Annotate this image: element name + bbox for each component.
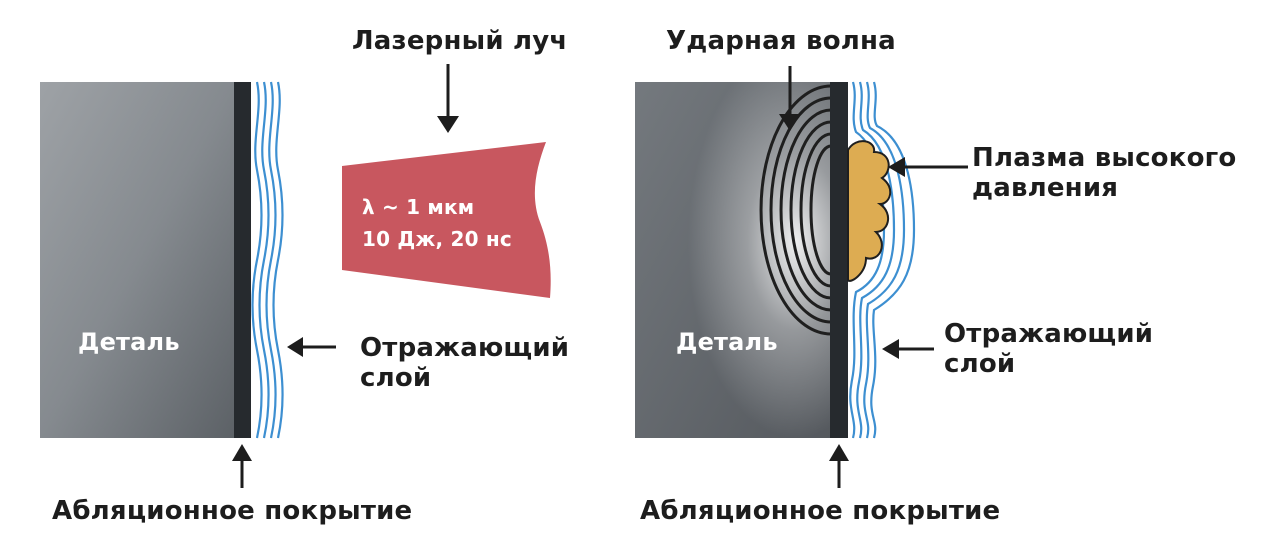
reflective-arrow-right-head bbox=[882, 339, 899, 359]
plasma-label-line1: Плазма высокого bbox=[972, 143, 1237, 173]
ablative-label-left: Абляционное покрытие bbox=[52, 496, 413, 526]
reflective-label-left-line2: слой bbox=[360, 363, 432, 393]
part-label-right: Деталь bbox=[676, 328, 778, 356]
shockwave-arrow-head bbox=[779, 114, 801, 131]
laser-beam-label: Лазерный луч bbox=[352, 26, 568, 56]
beam-energy-label: 10 Дж, 20 нс bbox=[362, 227, 512, 251]
reflective-label-right-line1: Отражающий bbox=[944, 319, 1154, 349]
shock-wave-arcs bbox=[759, 84, 832, 336]
ablative-label-right: Абляционное покрытие bbox=[640, 496, 1001, 526]
plasma-arrow-head bbox=[888, 157, 905, 177]
arrows-left bbox=[232, 64, 459, 488]
laser-beam-shape bbox=[342, 142, 551, 298]
ablative-coating-right bbox=[830, 82, 848, 438]
reflective-layer-left bbox=[251, 81, 284, 439]
plasma-shape bbox=[847, 140, 892, 282]
reflective-label-left-line1: Отражающий bbox=[360, 333, 570, 363]
plasma-label-line2: давления bbox=[972, 173, 1119, 203]
laser-arrow-head bbox=[437, 116, 459, 133]
reflective-label-right-line2: слой bbox=[944, 349, 1016, 379]
part-block-left bbox=[40, 82, 235, 438]
ablative-coating-left bbox=[234, 82, 251, 438]
beam-wavelength-label: λ ~ 1 мкм bbox=[362, 195, 475, 219]
ablative-arrow-right-head bbox=[829, 444, 849, 461]
part-glow-right bbox=[635, 82, 831, 438]
part-label-left: Деталь bbox=[78, 328, 180, 356]
ablative-arrow-left-head bbox=[232, 444, 252, 461]
shockwave-label: Ударная волна bbox=[666, 26, 896, 56]
reflective-arrow-left-head bbox=[287, 337, 303, 357]
arrows-right bbox=[779, 66, 968, 488]
reflective-layer-right bbox=[849, 81, 916, 439]
